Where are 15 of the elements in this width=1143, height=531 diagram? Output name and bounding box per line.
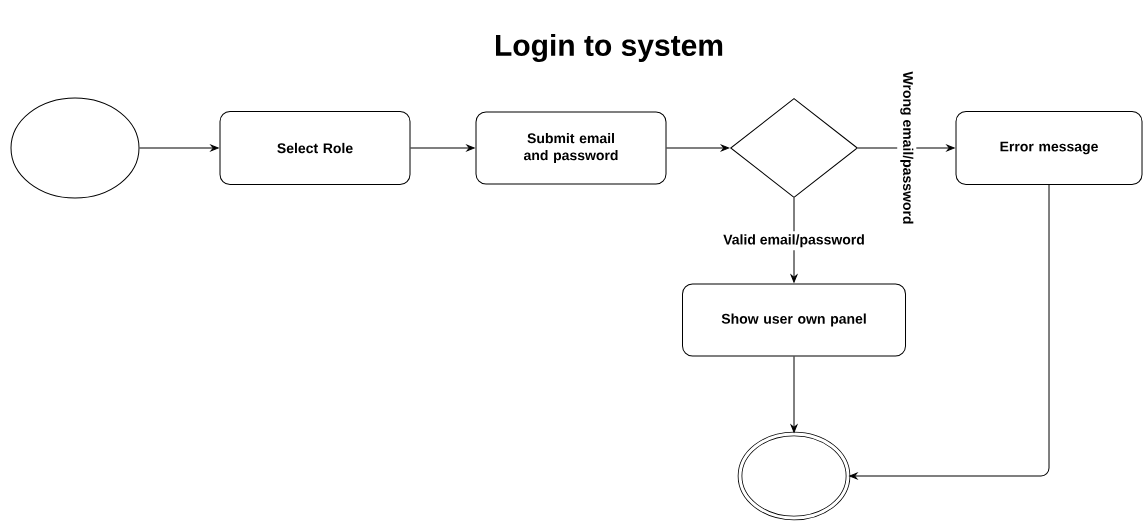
decision-diamond — [730, 98, 858, 198]
process-box: Submit email and password — [475, 111, 667, 185]
arrow — [666, 144, 730, 152]
process-box: Select Role — [219, 111, 411, 185]
start-circle — [10, 97, 140, 199]
edge-label: Valid email/password — [720, 231, 868, 251]
end-circle — [737, 431, 851, 521]
arrow — [849, 184, 1050, 480]
title: Login to system — [496, 33, 723, 63]
process-box: Show user own panel — [682, 283, 906, 357]
process-box: Error message — [955, 111, 1143, 185]
arrow — [410, 144, 475, 152]
arrow — [139, 144, 219, 152]
edge-label: Wrong email/password — [897, 68, 917, 228]
arrow — [790, 356, 798, 433]
